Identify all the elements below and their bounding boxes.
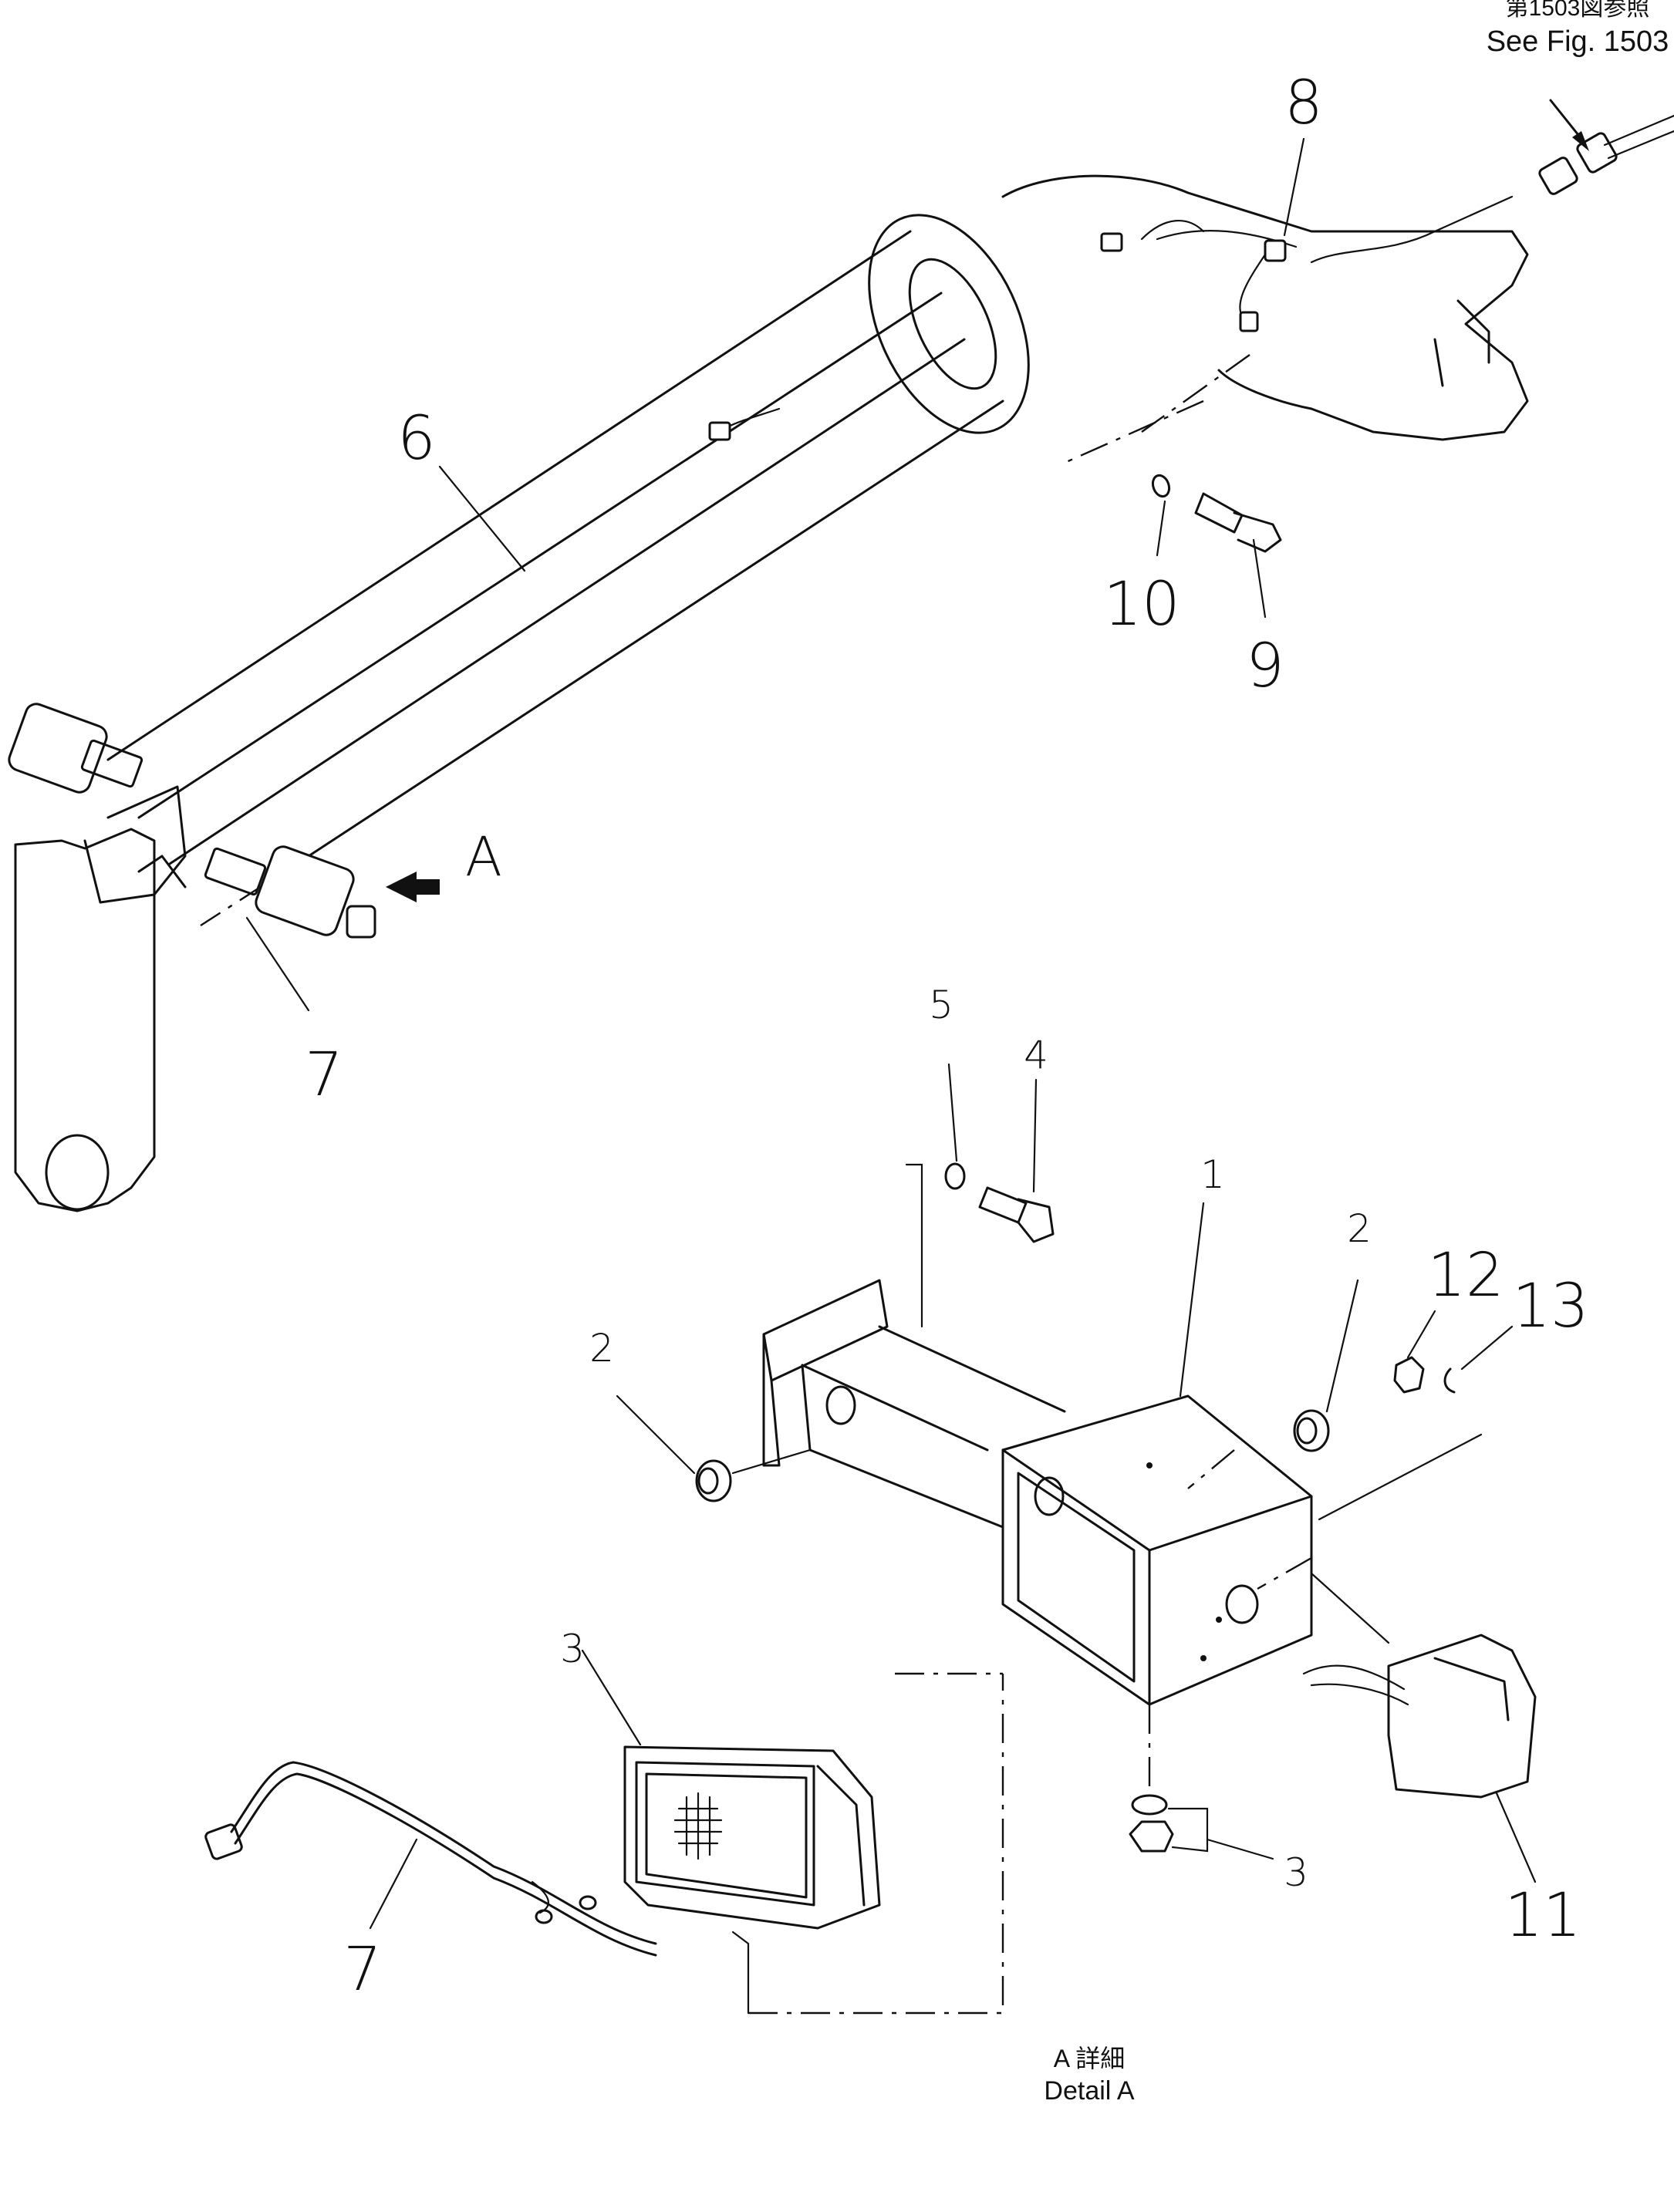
header-note-jp: 第1503図参照 xyxy=(1506,0,1650,21)
lamp-grid-mark xyxy=(673,1792,723,1860)
leader-lines xyxy=(245,137,1537,1930)
callout-2-left: 2 xyxy=(589,1326,614,1371)
rear-frame-assembly xyxy=(8,99,1674,1212)
callout-5: 5 xyxy=(929,983,953,1027)
detail-caption: A 詳細 Detail A xyxy=(1044,2045,1134,2106)
callout-7-bottom: 7 xyxy=(343,1935,382,2005)
header-note-en: See Fig. 1503 xyxy=(1487,25,1669,58)
callout-8: 8 xyxy=(1284,69,1323,138)
callout-3-right: 3 xyxy=(1284,1850,1308,1895)
callout-6: 6 xyxy=(397,404,436,474)
detail-caption-jp: A 詳細 xyxy=(1054,2045,1125,2072)
callout-a: A xyxy=(465,825,502,889)
header-note: 第1503図参照 See Fig. 1503 xyxy=(1487,0,1669,58)
detail-a-assembly xyxy=(204,1162,1537,2015)
detail-caption-en: Detail A xyxy=(1044,2076,1134,2106)
callout-3-top: 3 xyxy=(560,1627,585,1671)
callout-1: 1 xyxy=(1200,1152,1225,1197)
callout-11: 11 xyxy=(1504,1881,1581,1951)
callout-7-top: 7 xyxy=(305,1040,343,1110)
callout-9: 9 xyxy=(1246,632,1284,701)
callout-13: 13 xyxy=(1512,1272,1588,1341)
callout-labels: 8 6 10 9 A 7 5 4 1 2 12 13 2 3 3 11 7 xyxy=(305,69,1588,2005)
callout-4: 4 xyxy=(1024,1033,1048,1077)
callout-2-right: 2 xyxy=(1347,1206,1372,1251)
callout-10: 10 xyxy=(1103,570,1180,639)
callout-12: 12 xyxy=(1427,1241,1504,1310)
